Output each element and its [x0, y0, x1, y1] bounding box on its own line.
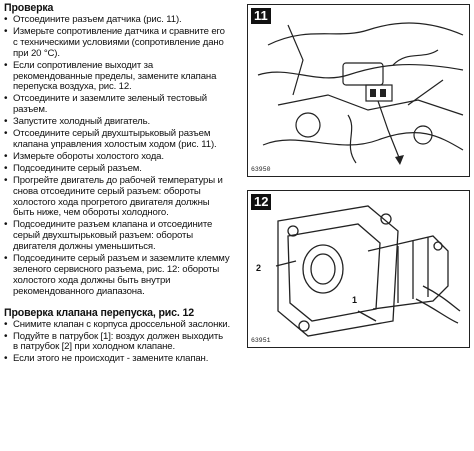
- section-heading-check: Проверка: [4, 2, 54, 14]
- figure-number-12: 12: [251, 194, 272, 210]
- list-item: Если этого не происходит - замените клап…: [4, 353, 230, 365]
- list-item: Измерьте обороты холостого хода.: [4, 151, 230, 163]
- bypass-steps-list: Снимите клапан с корпуса дроссельной зас…: [4, 319, 230, 366]
- list-item: Снимите клапан с корпуса дроссельной зас…: [4, 319, 230, 331]
- list-item: Прогрейте двигатель до рабочей температу…: [4, 175, 230, 220]
- list-item: Подсоедините серый разъем.: [4, 163, 230, 175]
- list-item: Измерьте сопротивление датчика и сравнит…: [4, 26, 230, 60]
- instructions-column: Проверка Отсоедините разъем датчика (рис…: [4, 2, 230, 366]
- list-item: Подсоедините разъем клапана и отсоединит…: [4, 219, 230, 253]
- list-item: Подуйте в патрубок [1]: воздух должен вы…: [4, 331, 230, 354]
- section-heading-bypass-valve: Проверка клапана перепуска, рис. 12: [4, 306, 194, 319]
- list-item: Отсоедините и заземлите зеленый тестовый…: [4, 93, 230, 116]
- check-steps-list: Отсоедините разъем датчика (рис. 11). Из…: [4, 14, 230, 298]
- list-item: Отсоедините серый двухштырьковый разъем …: [4, 128, 230, 151]
- bypass-valve-drawing: [275, 205, 461, 337]
- list-item: Запустите холодный двигатель.: [4, 116, 230, 128]
- list-item: Отсоедините разъем датчика (рис. 11).: [4, 14, 230, 26]
- list-item: Если сопротивление выходит за рекомендов…: [4, 60, 230, 94]
- figure-code-12: 63951: [251, 337, 271, 344]
- figure-code-11: 63950: [251, 166, 271, 173]
- callout-1: 1: [352, 295, 358, 305]
- figure-11: 11 63950: [247, 4, 470, 177]
- figure-number-11: 11: [251, 8, 271, 24]
- callout-2: 2: [256, 263, 262, 273]
- figure-12: 12 2 1 63951: [247, 190, 470, 348]
- list-item: Подсоедините серый разъем и заземлите кл…: [4, 253, 230, 298]
- engine-wiring-drawing: [257, 22, 464, 165]
